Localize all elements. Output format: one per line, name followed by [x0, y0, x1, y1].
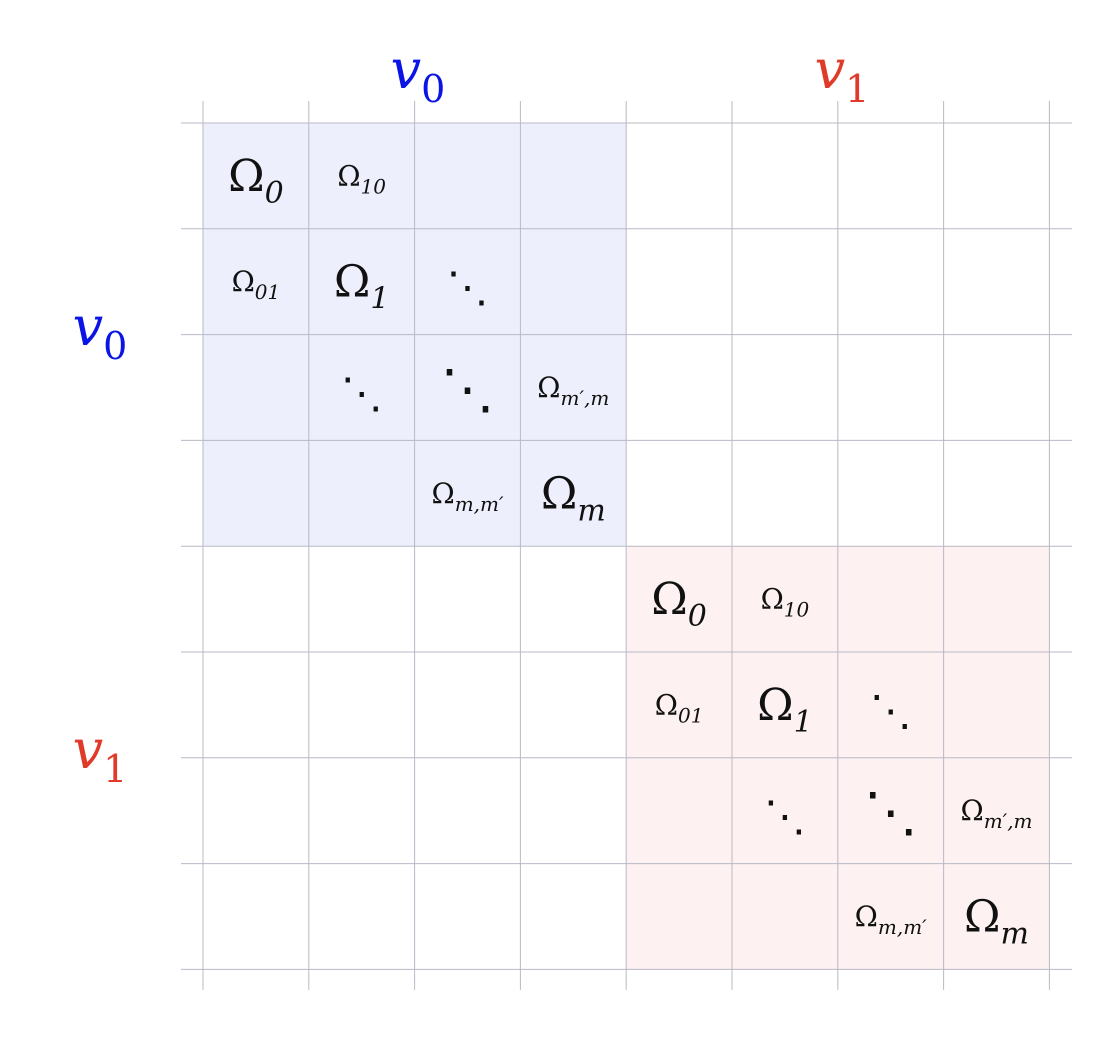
cell-v0-r1-c2: ⋱: [447, 263, 489, 312]
left-label-v1: v1: [73, 718, 128, 791]
top-label-v0: v0: [391, 38, 446, 111]
cell-v0-r2-c1: ⋱: [341, 369, 383, 418]
cell-v0-r3-c2: Ωm,m′: [431, 477, 504, 516]
cell-v1-r2-c2: ⋱: [864, 781, 918, 844]
cell-v0-r3-c3: Ωm: [541, 468, 606, 528]
cell-v1-r3-c2: Ωm,m′: [855, 900, 928, 939]
cell-v1-r0-c0: Ω0: [651, 574, 707, 634]
cell-v1-r1-c0: Ω01: [655, 688, 704, 727]
cell-v0-r0-c1: Ω10: [337, 159, 386, 198]
cell-v1-r0-c1: Ω10: [761, 583, 810, 622]
top-label-v1: v1: [815, 38, 870, 111]
cell-v1-r1-c1: Ω1: [757, 680, 813, 740]
cell-v0-r2-c3: Ωm′,m: [537, 371, 609, 410]
cell-v0-r0-c0: Ω0: [228, 151, 284, 211]
cell-v1-r2-c3: Ωm′,m: [960, 794, 1032, 833]
cell-v0-r1-c1: Ω1: [334, 257, 390, 317]
axis-labels: v0 v1 v0 v1: [73, 38, 870, 791]
cell-v1-r1-c2: ⋱: [870, 686, 912, 735]
cell-v1-r2-c1: ⋱: [764, 792, 806, 841]
matrix-grid: [181, 101, 1072, 990]
cell-v0-r1-c0: Ω01: [232, 265, 281, 304]
cell-v1-r3-c3: Ωm: [964, 891, 1029, 951]
left-label-v0: v0: [73, 295, 128, 368]
cell-v0-r2-c2: ⋱: [441, 358, 495, 421]
